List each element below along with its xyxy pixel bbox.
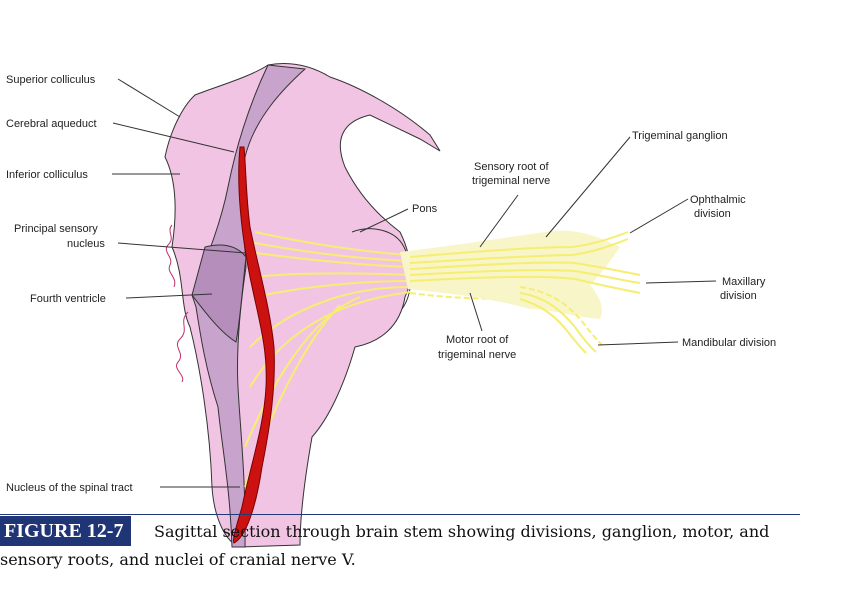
choroid-squiggle-lower	[176, 311, 189, 383]
label-maxillary-1: Maxillary	[722, 276, 766, 288]
label-ophthalmic-2: division	[694, 208, 731, 220]
label-motor-root-2: trigeminal nerve	[438, 349, 516, 361]
fourth-ventricle-region	[191, 244, 247, 343]
caption-rule	[0, 514, 800, 515]
ganglion-fibres	[409, 231, 641, 354]
label-sensory-root-1: Sensory root of	[474, 161, 550, 173]
leader-sensory-root	[479, 194, 519, 248]
choroid-squiggle-upper	[165, 224, 176, 288]
label-mandibular: Mandibular division	[682, 337, 776, 349]
label-principal-sensory-1: Principal sensory	[14, 223, 98, 235]
label-maxillary-2: division	[720, 290, 757, 302]
leader-principal-sensory	[117, 242, 247, 254]
leader-ophthalmic	[629, 198, 689, 234]
leader-superior-colliculus	[117, 78, 181, 118]
label-ophthalmic-1: Ophthalmic	[690, 194, 746, 206]
spinal-tract-nucleus	[233, 146, 275, 544]
label-trigeminal-ganglion: Trigeminal ganglion	[632, 130, 728, 142]
label-sensory-root-2: trigeminal nerve	[472, 175, 550, 187]
leader-mandibular	[597, 341, 679, 346]
label-inferior-colliculus: Inferior colliculus	[6, 169, 88, 181]
figure-caption: Sagittal section through brain stem show…	[0, 518, 800, 574]
label-pons: Pons	[412, 203, 438, 215]
leader-motor-root	[469, 292, 483, 332]
label-superior-colliculus: Superior colliculus	[6, 74, 96, 86]
label-motor-root-1: Motor root of	[446, 334, 509, 346]
leader-maxillary	[645, 280, 717, 284]
label-cerebral-aqueduct: Cerebral aqueduct	[6, 118, 97, 130]
leader-trigeminal-ganglion	[545, 136, 631, 238]
label-nucleus-spinal-tract: Nucleus of the spinal tract	[6, 482, 133, 494]
pons-outline	[351, 228, 412, 310]
label-principal-sensory-2: nucleus	[67, 238, 105, 250]
caption-body: Sagittal section through brain stem show…	[0, 522, 770, 569]
figure-number-badge: FIGURE 12-7	[0, 516, 132, 546]
leader-cerebral-aqueduct	[112, 122, 235, 153]
label-fourth-ventricle: Fourth ventricle	[30, 293, 106, 305]
leader-fourth-ventricle	[125, 293, 213, 299]
leader-pons	[359, 208, 409, 233]
